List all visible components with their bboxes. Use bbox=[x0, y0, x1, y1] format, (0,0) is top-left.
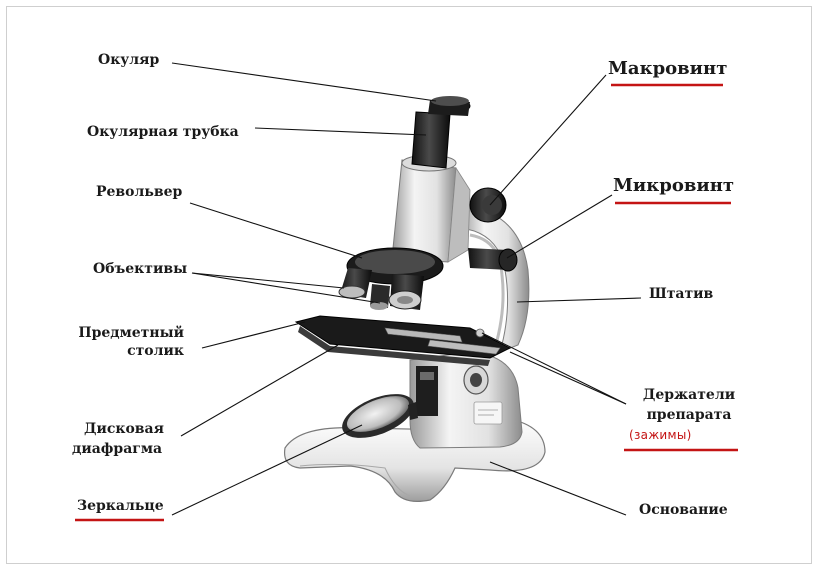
label-holders-line2: препарата bbox=[646, 407, 732, 424]
label-macro-screw: Макровинт bbox=[608, 58, 728, 79]
label-base: Основание bbox=[639, 502, 728, 518]
label-micro-screw: Микровинт bbox=[613, 175, 735, 196]
leader-holders-2 bbox=[509, 351, 627, 405]
tube-part bbox=[391, 96, 471, 263]
label-objectives: Объективы bbox=[93, 261, 188, 277]
leader-holders-1 bbox=[481, 332, 627, 405]
label-stand: Штатив bbox=[649, 286, 714, 302]
leader-stage bbox=[201, 321, 306, 349]
label-diaphragm-line1: Дисковая bbox=[84, 421, 164, 437]
red-underlines bbox=[75, 83, 738, 522]
leader-macro bbox=[489, 74, 607, 206]
stage-part bbox=[294, 315, 512, 366]
label-holders: Держатели препарата bbox=[630, 387, 748, 423]
leader-eyepiece-tube bbox=[254, 127, 427, 136]
leader-micro bbox=[506, 194, 613, 259]
leader-eyepiece bbox=[171, 62, 437, 102]
label-stage-line1: Предметный bbox=[78, 325, 184, 341]
label-diaphragm: Дисковая диафрагма bbox=[72, 421, 184, 457]
label-holders-line1: Держатели bbox=[642, 387, 736, 403]
leader-lines bbox=[171, 62, 642, 516]
label-holders-note: (зажимы) bbox=[629, 428, 692, 442]
leader-revolver bbox=[189, 202, 363, 259]
label-mirror: Зеркальце bbox=[77, 498, 164, 514]
revolver-part bbox=[346, 247, 444, 285]
leader-base bbox=[489, 461, 627, 516]
label-stage: Предметный столик bbox=[72, 325, 184, 359]
label-diaphragm-line2: диафрагма bbox=[72, 441, 163, 458]
objectives-part bbox=[338, 268, 424, 310]
leader-stand bbox=[516, 297, 642, 303]
label-revolver: Револьвер bbox=[96, 184, 183, 200]
mirror-part bbox=[342, 394, 418, 438]
label-eyepiece: Окуляр bbox=[98, 52, 160, 68]
label-eyepiece-tube: Окулярная трубка bbox=[87, 124, 239, 140]
leader-objective-2 bbox=[191, 272, 381, 304]
label-stage-line2: столик bbox=[127, 343, 184, 360]
leader-diaphragm bbox=[180, 344, 339, 437]
fine-focus-knob bbox=[468, 248, 518, 272]
leader-mirror bbox=[171, 424, 363, 516]
leader-objective-1 bbox=[191, 272, 345, 289]
